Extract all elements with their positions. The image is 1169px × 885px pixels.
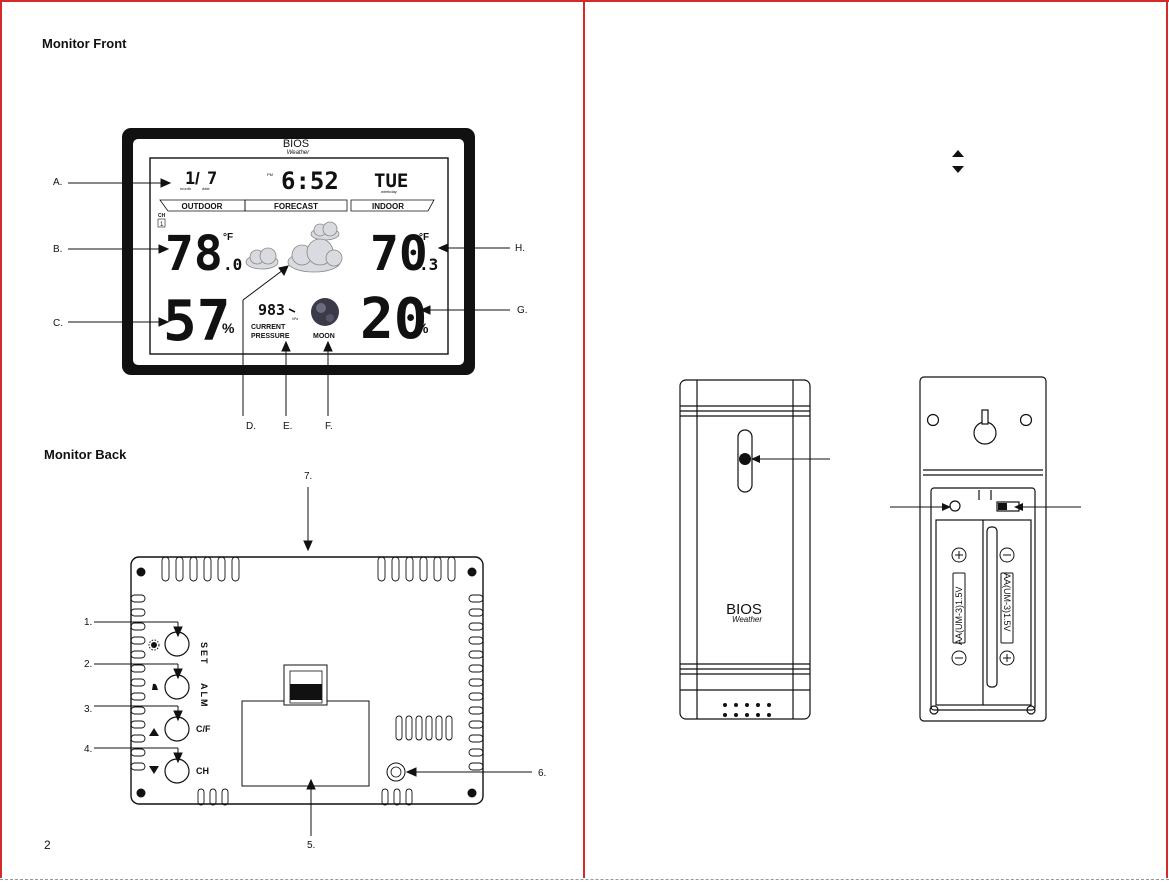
time-value: 6:52 — [281, 167, 339, 195]
set-button — [165, 632, 189, 656]
pressure-label-1: CURRENT — [251, 324, 286, 331]
right-page-diagram: BIOS Weather — [584, 0, 1166, 860]
outdoor-humidity: 57 — [163, 289, 230, 354]
stand — [242, 701, 369, 786]
down-arrow-icon — [952, 166, 964, 173]
pressure-value: 983 — [258, 301, 285, 319]
cf-button — [165, 717, 189, 741]
alm-label: ALM — [199, 683, 209, 709]
brand-script: Weather — [287, 150, 311, 156]
sensor-led — [739, 453, 751, 465]
outdoor-humidity-unit: % — [222, 320, 235, 336]
pressure-unit: hPa — [292, 317, 298, 321]
tab-forecast: FORECAST — [274, 202, 318, 211]
outdoor-temp-decimal: .0 — [223, 255, 242, 274]
up-arrow-icon — [952, 150, 964, 157]
cf-label: C/F — [196, 724, 211, 734]
moon-label: MOON — [313, 333, 335, 340]
ch-button — [165, 759, 189, 783]
sensor-back — [920, 377, 1046, 721]
ch-label: CH — [196, 766, 209, 776]
pressure-label-2: PRESSURE — [251, 333, 290, 340]
weekday-label: weekday — [381, 189, 397, 194]
date-month-label: month — [180, 186, 191, 191]
brand-logo: BIOS — [283, 138, 309, 150]
date-slash: / — [195, 169, 200, 188]
monitor-back-diagram: SET ALM C/F CH — [0, 440, 584, 860]
moon-icon — [311, 298, 339, 326]
time-ampm: PM — [267, 172, 273, 177]
tab-outdoor: OUTDOOR — [182, 202, 223, 211]
page-border-right — [1166, 0, 1168, 878]
set-label: SET — [199, 642, 209, 666]
battery-label-right: AA(UM-3)1.5V — [1002, 573, 1012, 632]
page-cut-line — [0, 879, 1169, 880]
outdoor-temp: 78 — [165, 226, 223, 282]
monitor-front-diagram: BIOS Weather 1 / 7 month date PM 6:52 TU… — [0, 0, 584, 440]
alm-button — [165, 675, 189, 699]
sensor-front — [680, 380, 810, 719]
tab-indoor: INDOOR — [372, 202, 404, 211]
channel-label: CH — [158, 213, 166, 219]
indoor-temp-decimal: .3 — [419, 255, 438, 274]
indoor-temp-unit: °F — [419, 232, 429, 243]
sensor-brand-script: Weather — [732, 615, 762, 624]
indoor-humidity-unit: % — [416, 320, 429, 336]
battery-label-left: AA(UM-3)1.5V — [954, 586, 964, 645]
outdoor-temp-unit: °F — [223, 232, 233, 243]
date-day-label: date — [202, 186, 211, 191]
